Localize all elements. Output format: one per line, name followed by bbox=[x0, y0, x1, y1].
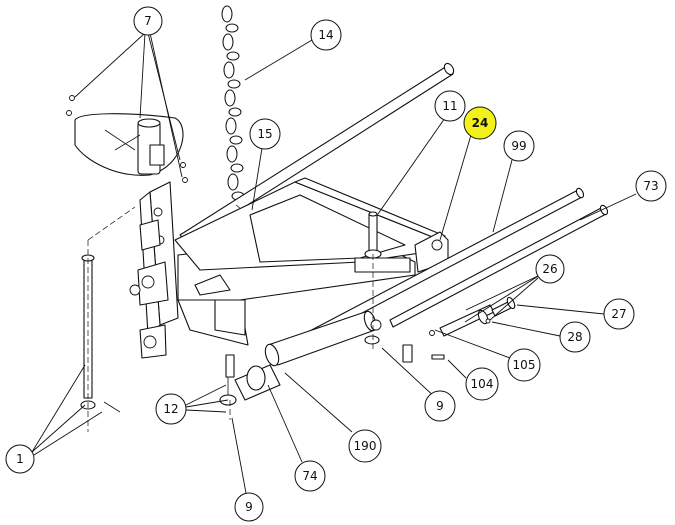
callout-27[interactable]: 27 bbox=[603, 298, 635, 330]
pivot-pin bbox=[80, 206, 136, 432]
svg-text:28: 28 bbox=[567, 330, 582, 344]
svg-text:11: 11 bbox=[442, 99, 457, 113]
callout-26[interactable]: 26 bbox=[535, 254, 565, 284]
svg-text:73: 73 bbox=[643, 179, 658, 193]
callout-99[interactable]: 99 bbox=[503, 130, 535, 162]
callout-74[interactable]: 74 bbox=[294, 460, 326, 492]
callout-11[interactable]: 11 bbox=[434, 90, 466, 122]
svg-text:7: 7 bbox=[144, 14, 152, 28]
callouts: 7 14 11 24 15 99 73 26 bbox=[5, 6, 667, 522]
long-tubes bbox=[284, 187, 609, 352]
svg-text:9: 9 bbox=[245, 500, 253, 514]
callout-7[interactable]: 7 bbox=[133, 6, 163, 36]
callout-15[interactable]: 15 bbox=[249, 118, 281, 150]
leader-lines bbox=[31, 32, 637, 494]
callout-1[interactable]: 1 bbox=[5, 444, 35, 474]
callout-9-right[interactable]: 9 bbox=[424, 390, 456, 422]
svg-text:12: 12 bbox=[163, 402, 178, 416]
top-plate-assembly bbox=[66, 95, 188, 183]
svg-text:9: 9 bbox=[436, 399, 444, 413]
svg-text:27: 27 bbox=[611, 307, 626, 321]
callout-73[interactable]: 73 bbox=[635, 170, 667, 202]
callout-24-highlighted[interactable]: 24 bbox=[463, 106, 497, 140]
svg-text:1: 1 bbox=[16, 452, 24, 466]
callout-12[interactable]: 12 bbox=[155, 393, 187, 425]
svg-text:14: 14 bbox=[318, 28, 333, 42]
svg-text:24: 24 bbox=[472, 116, 489, 130]
svg-text:15: 15 bbox=[257, 127, 272, 141]
svg-text:190: 190 bbox=[354, 439, 377, 453]
main-frame bbox=[129, 177, 449, 359]
svg-text:104: 104 bbox=[471, 377, 494, 391]
callout-190[interactable]: 190 bbox=[348, 429, 382, 463]
svg-text:74: 74 bbox=[302, 469, 317, 483]
callout-9-bottom[interactable]: 9 bbox=[234, 492, 264, 522]
callout-104[interactable]: 104 bbox=[465, 367, 499, 401]
svg-text:99: 99 bbox=[511, 139, 526, 153]
callout-14[interactable]: 14 bbox=[310, 19, 342, 51]
hydraulic-cylinder bbox=[219, 310, 382, 406]
svg-text:26: 26 bbox=[542, 262, 557, 276]
callout-28[interactable]: 28 bbox=[559, 321, 591, 353]
guide-lines bbox=[229, 254, 374, 420]
callout-105[interactable]: 105 bbox=[507, 348, 541, 382]
svg-text:105: 105 bbox=[513, 358, 536, 372]
